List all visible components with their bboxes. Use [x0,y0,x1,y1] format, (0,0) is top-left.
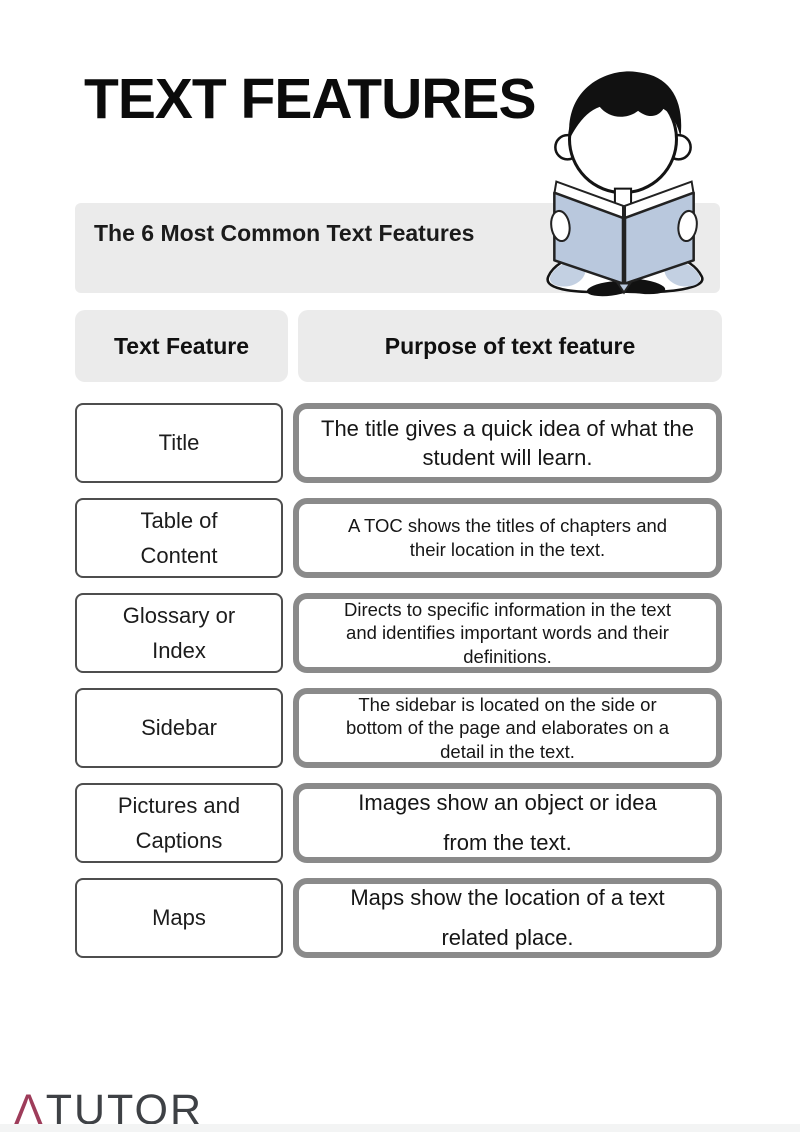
feature-cell: Glossary or Index [75,593,283,673]
column-header-text-feature: Text Feature [75,310,288,382]
feature-cell: Sidebar [75,688,283,768]
hand-right [677,209,698,243]
table-row-glossary-or-index: Glossary or Index Directs to specific in… [75,593,722,673]
bottom-strip [0,1124,800,1132]
purpose-cell: A TOC shows the titles of chapters and t… [293,498,722,578]
page-title: TEXT FEATURES [84,67,536,131]
feature-cell: Title [75,403,283,483]
hair [569,71,682,140]
purpose-cell: The title gives a quick idea of what the… [293,403,722,483]
hand-left [550,209,571,243]
feature-cell: Table of Content [75,498,283,578]
feature-cell: Pictures and Captions [75,783,283,863]
purpose-cell: The sidebar is located on the side or bo… [293,688,722,768]
purpose-cell: Directs to specific information in the t… [293,593,722,673]
feature-cell: Maps [75,878,283,958]
column-header-purpose: Purpose of text feature [298,310,722,382]
table-row-sidebar: Sidebar The sidebar is located on the si… [75,688,722,768]
table-row-title: Title The title gives a quick idea of wh… [75,403,722,483]
table-row-table-of-content: Table of Content A TOC shows the titles … [75,498,722,578]
subtitle: The 6 Most Common Text Features [94,220,475,246]
book-spine-base [616,282,632,295]
purpose-cell: Maps show the location of a text related… [293,878,722,958]
boy-reading-book-illustration [546,71,704,297]
purpose-cell: Images show an object or idea from the t… [293,783,722,863]
table-row-maps: Maps Maps show the location of a text re… [75,878,722,958]
features-table: Title The title gives a quick idea of wh… [75,403,722,958]
table-row-pictures-and-captions: Pictures and Captions Images show an obj… [75,783,722,863]
